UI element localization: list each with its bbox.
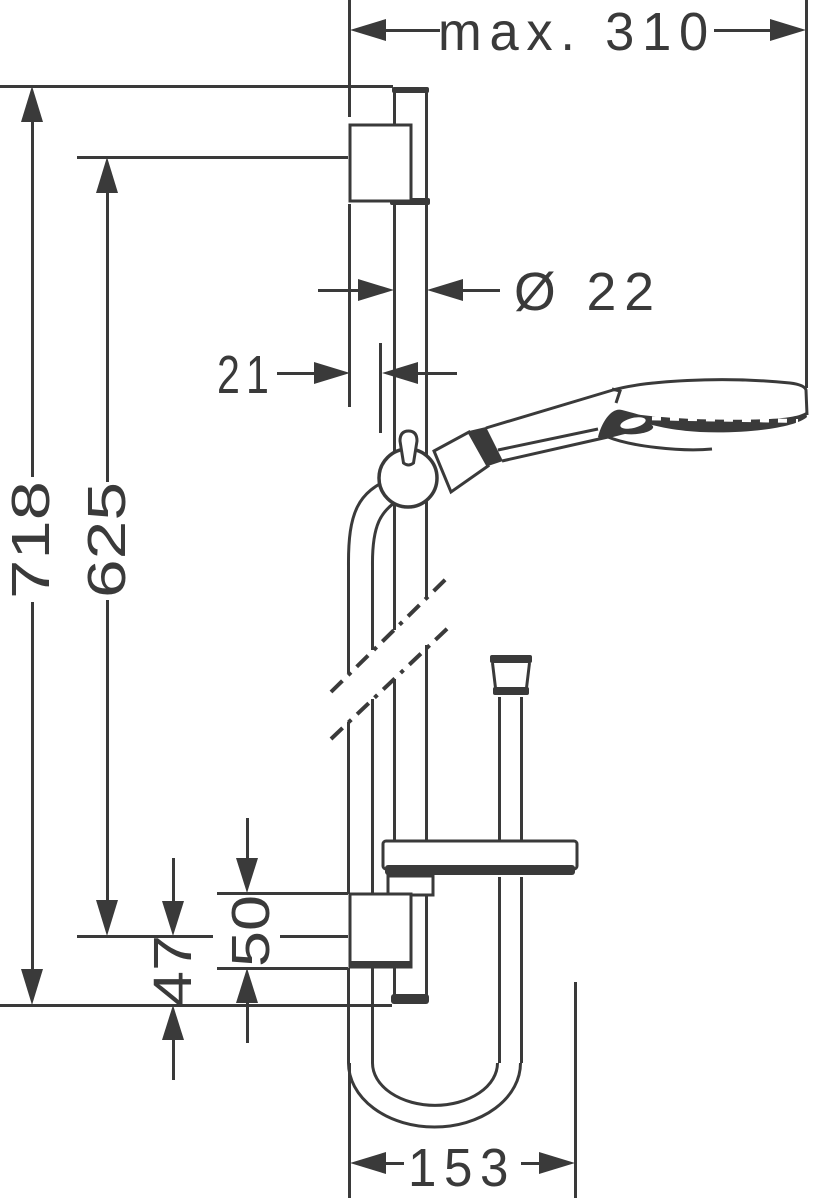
dim-label-47: 47 — [143, 935, 203, 1007]
shower-hose — [346, 476, 531, 1129]
dim-label-153: 153 — [408, 1138, 516, 1198]
break-lines — [329, 573, 452, 741]
handle-top-edge — [485, 388, 614, 430]
dish-slider-block — [386, 874, 435, 897]
slide-bar-rail — [393, 91, 428, 996]
lower-wall-bracket — [348, 892, 413, 969]
arrow-625-top — [96, 157, 118, 193]
dim-label-718: 718 — [1, 481, 61, 599]
arrow-47-bottom — [162, 1005, 184, 1040]
hose-connector-sides — [491, 662, 531, 689]
hose-bend-inner — [370, 496, 403, 567]
arrow-21-right — [382, 362, 418, 384]
break-line-lower — [329, 624, 452, 741]
head-top-outline — [612, 378, 809, 416]
dim-label-diameter-22: Ø 22 — [514, 262, 662, 322]
dim-label-max-310: max. 310 — [438, 2, 716, 62]
extension-lines — [0, 0, 808, 1198]
handle-bottom-edge — [501, 435, 713, 463]
arrow-50-top — [236, 858, 258, 893]
holder-release-pin — [398, 429, 419, 467]
handle-ring-band — [469, 427, 503, 466]
arrow-310-right — [770, 19, 806, 41]
dim-label-50: 50 — [221, 895, 281, 967]
arrow-153-left — [350, 1152, 386, 1174]
lower-bracket-base — [350, 961, 411, 968]
arrow-50-bottom — [236, 968, 258, 1003]
soap-dish-lip — [385, 865, 575, 875]
arrowheads — [21, 19, 806, 1174]
arrow-153-right — [539, 1152, 575, 1174]
rail-top-cap — [392, 87, 429, 93]
dim-label-21: 21 — [217, 345, 275, 405]
arrow-22-left — [358, 279, 394, 301]
dimension-labels: max. 310 Ø 22 21 718 625 47 50 153 — [1, 2, 716, 1198]
upper-wall-bracket — [348, 123, 413, 203]
arrow-718-top — [21, 86, 43, 122]
break-line-upper — [329, 573, 452, 694]
arrow-718-bottom — [21, 969, 43, 1005]
arrow-21-left — [314, 362, 350, 384]
spray-face — [620, 412, 807, 433]
hose-loop-outer — [347, 1062, 522, 1129]
head-neck-highlight — [620, 417, 646, 429]
hand-shower — [377, 378, 809, 509]
head-junction-notch — [611, 387, 622, 404]
arrow-47-top — [162, 901, 184, 936]
dim-label-625: 625 — [77, 482, 137, 598]
arrow-625-bottom — [96, 900, 118, 936]
soap-dish — [381, 839, 579, 871]
arrow-310-left — [350, 19, 386, 41]
hose-connector-bottom — [493, 687, 529, 695]
hose-connector-top — [490, 655, 532, 663]
rail-end-stop — [391, 994, 429, 1004]
handle-inner-line — [497, 427, 599, 452]
hose-loop-inner — [371, 1062, 499, 1107]
dimension-lines — [31, 29, 770, 1165]
arrow-22-right — [427, 279, 463, 301]
